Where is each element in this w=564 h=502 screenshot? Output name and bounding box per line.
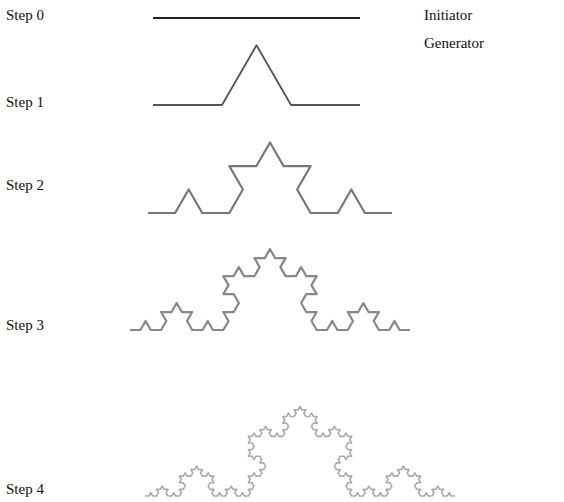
step-label: Step 3 [6, 318, 44, 333]
stage-name: Initiator [424, 8, 472, 23]
koch-curve [145, 407, 455, 496]
step-label: Step 2 [6, 178, 44, 193]
koch-curve [153, 17, 360, 19]
step-label: Step 0 [6, 8, 44, 23]
stage-name: Generator [424, 36, 484, 51]
koch-curve [130, 249, 410, 330]
step-label: Step 1 [6, 95, 44, 110]
koch-curve [153, 45, 360, 105]
koch-curve [148, 143, 392, 213]
step-label: Step 4 [6, 482, 44, 497]
